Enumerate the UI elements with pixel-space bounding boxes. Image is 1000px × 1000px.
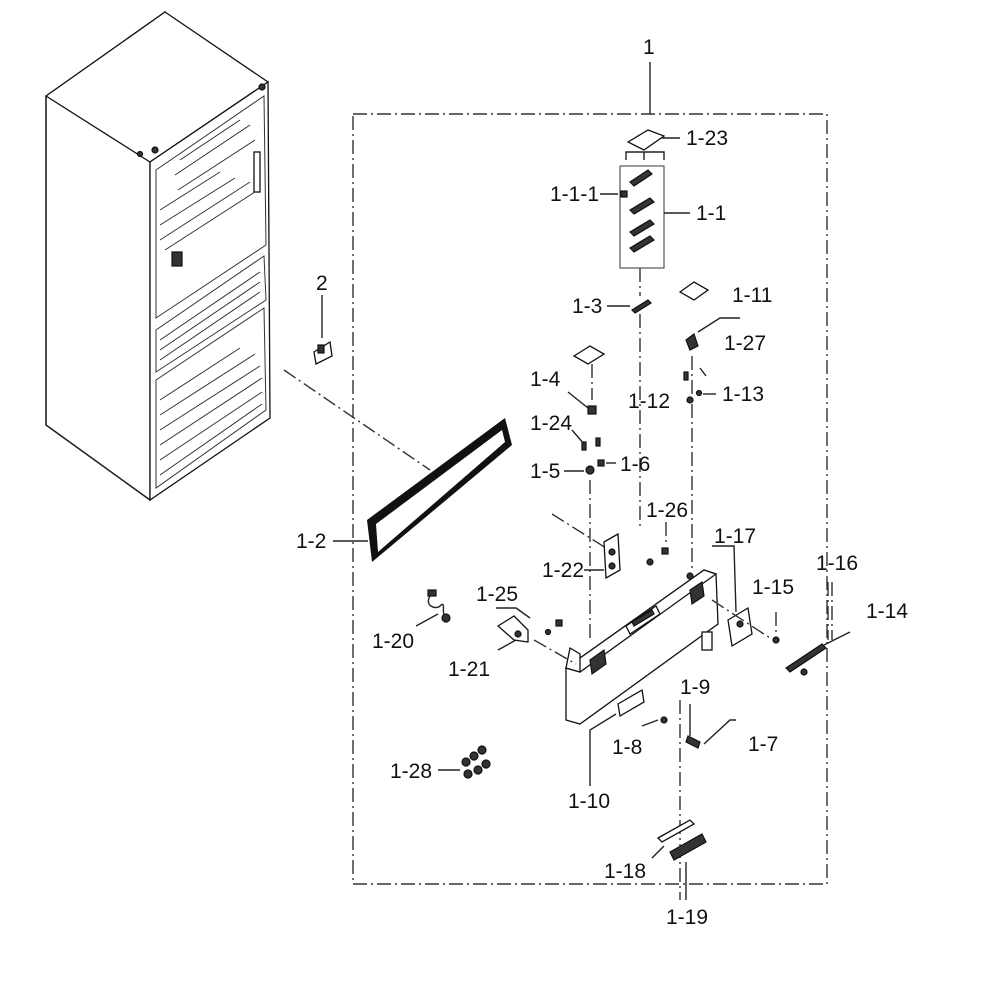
callout-1-24: 1-24 bbox=[530, 412, 572, 435]
part-1-8-washer bbox=[660, 716, 668, 724]
callout-1-16: 1-16 bbox=[816, 552, 858, 575]
part-1-10-door-frame bbox=[564, 558, 719, 725]
callout-1-11: 1-11 bbox=[732, 284, 772, 307]
callout-1-8: 1-8 bbox=[612, 736, 642, 759]
part-1-1-dispenser-lever-set bbox=[619, 151, 690, 269]
callout-1-10: 1-10 bbox=[568, 790, 610, 813]
part-1-7-screw bbox=[685, 735, 701, 749]
callout-1-20: 1-20 bbox=[372, 630, 414, 653]
callout-1-6: 1-6 bbox=[620, 453, 650, 476]
callout-1-13: 1-13 bbox=[722, 383, 764, 406]
callout-1-21: 1-21 bbox=[448, 658, 490, 681]
callout-1-25: 1-25 bbox=[476, 583, 518, 606]
callout-1-23: 1-23 bbox=[686, 127, 728, 150]
callout-1-15: 1-15 bbox=[752, 576, 794, 599]
part-1-15-washer bbox=[772, 636, 780, 644]
callout-1-14: 1-14 bbox=[866, 600, 908, 623]
callout-1-28: 1-28 bbox=[390, 760, 432, 783]
part-1-23-cover bbox=[626, 129, 666, 151]
callout-1-9: 1-9 bbox=[680, 676, 710, 699]
callout-1-27: 1-27 bbox=[724, 332, 766, 355]
part-1-27-lever bbox=[685, 333, 699, 351]
part-1-28-screw-kit bbox=[461, 745, 491, 779]
part-1-26-screw bbox=[661, 547, 669, 555]
callout-2: 2 bbox=[316, 272, 328, 295]
part-1-4-cap bbox=[572, 345, 606, 365]
part-1-14-nut bbox=[800, 668, 808, 676]
callout-1-22: 1-22 bbox=[542, 559, 584, 582]
callout-1-12: 1-12 bbox=[628, 390, 670, 413]
part-2-hinge bbox=[313, 295, 333, 365]
part-1-18-strip bbox=[656, 819, 696, 843]
callout-1-19: 1-19 bbox=[666, 906, 708, 929]
assembly-boundary bbox=[352, 113, 828, 885]
part-1-14-shaft bbox=[785, 643, 827, 673]
callout-1-17: 1-17 bbox=[714, 525, 756, 548]
part-1-3-spring bbox=[631, 299, 652, 314]
callout-1-7: 1-7 bbox=[748, 733, 778, 756]
callout-1-5: 1-5 bbox=[530, 460, 560, 483]
callout-1: 1 bbox=[643, 36, 655, 59]
callout-1-26: 1-26 bbox=[646, 499, 688, 522]
callout-1-18: 1-18 bbox=[604, 860, 646, 883]
part-1-24-screw bbox=[581, 437, 601, 451]
part-1-4-pin bbox=[587, 405, 597, 415]
callout-1-2: 1-2 bbox=[296, 530, 326, 553]
part-1-2-gasket bbox=[367, 418, 512, 562]
part-1-13-screw bbox=[695, 367, 707, 397]
callout-1-3: 1-3 bbox=[572, 295, 602, 318]
part-1-6-clip bbox=[597, 459, 605, 467]
part-1-19-strip bbox=[669, 833, 707, 861]
part-1-12-screw bbox=[683, 371, 694, 404]
callout-1-1-1: 1-1-1 bbox=[550, 183, 599, 206]
part-1-22-bracket bbox=[603, 532, 621, 580]
part-1-25-screw bbox=[555, 619, 563, 627]
refrigerator-cabinet bbox=[44, 10, 271, 502]
part-1-21-hinge bbox=[496, 615, 529, 643]
callout-1-4: 1-4 bbox=[530, 368, 561, 391]
callout-1-1: 1-1 bbox=[696, 202, 726, 225]
part-1-5-bushing bbox=[585, 465, 595, 475]
part-1-20-wire-harness bbox=[415, 589, 451, 627]
part-1-11-cap bbox=[678, 281, 710, 301]
